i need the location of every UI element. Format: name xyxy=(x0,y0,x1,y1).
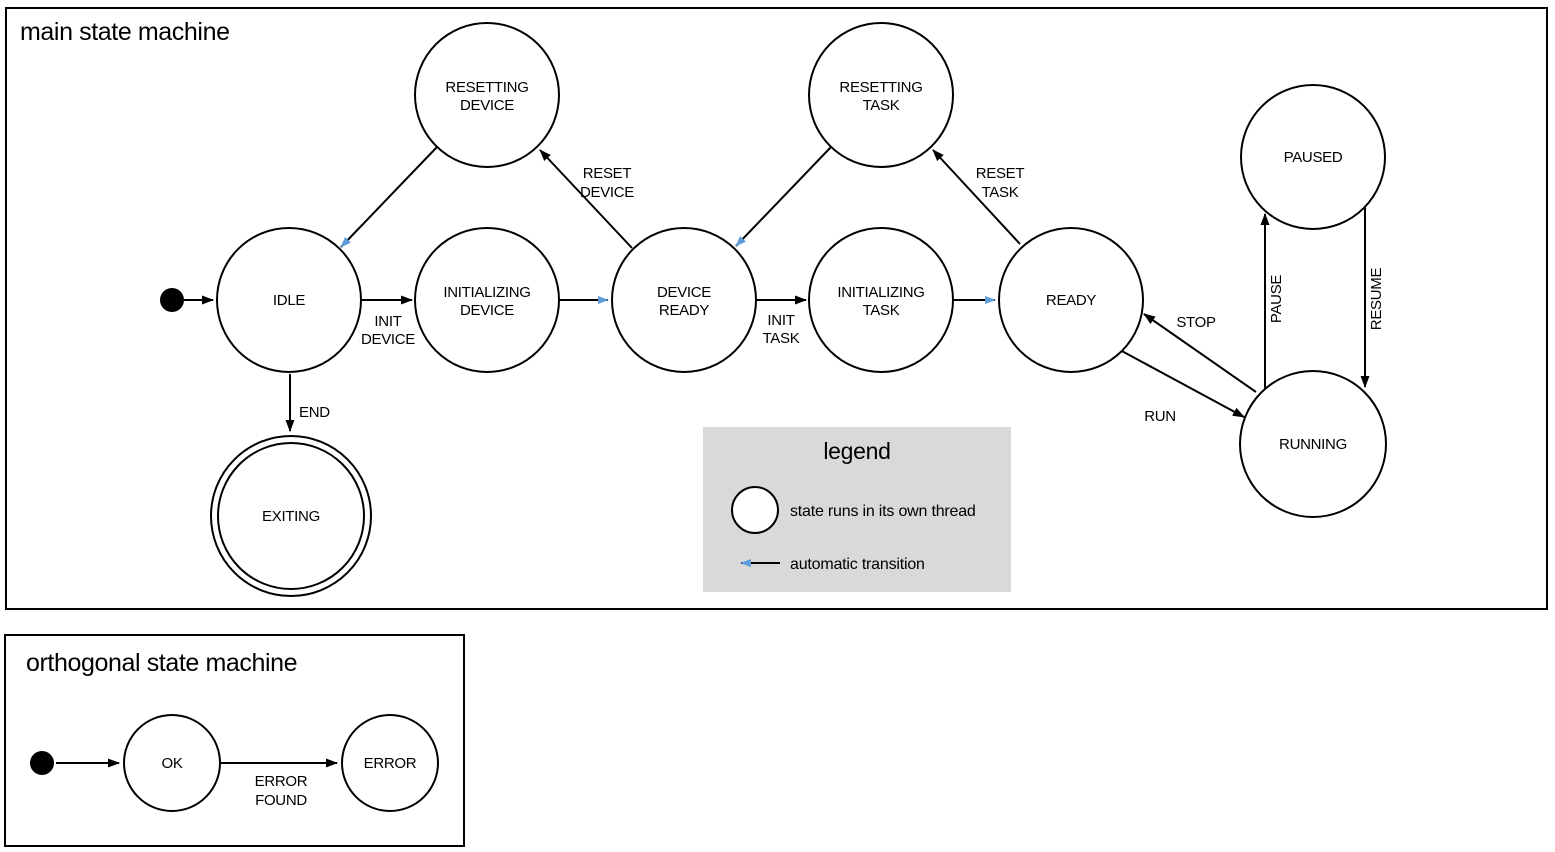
transition-pause-label: PAUSE xyxy=(1268,275,1285,324)
state-ok-circle xyxy=(123,714,221,812)
main-panel-title: main state machine xyxy=(20,18,230,46)
transition-reset-task-label-line2: TASK xyxy=(982,184,1019,201)
transition-error-found-label-line2: FOUND xyxy=(255,792,307,809)
state-resetting-task-label-line1: RESETTING xyxy=(839,79,922,96)
state-initializing-task-circle xyxy=(808,227,954,373)
state-paused-label: PAUSED xyxy=(1284,149,1343,166)
transition-run-label: RUN xyxy=(1144,408,1176,425)
state-running: RUNNING xyxy=(1239,370,1387,518)
state-resetting-task: RESETTING TASK xyxy=(808,22,954,168)
initial-state-dot xyxy=(160,288,184,312)
transition-run-arrow xyxy=(1119,349,1245,418)
state-device-ready-label-line1: DEVICE xyxy=(657,284,711,301)
state-initializing-device-label-line1: INITIALIZING xyxy=(443,284,530,301)
state-initializing-task-label-line2: TASK xyxy=(863,302,900,319)
state-ok-label: OK xyxy=(161,755,182,772)
state-resetting-device-label-line1: RESETTING xyxy=(445,79,528,96)
state-exiting-final: EXITING xyxy=(210,435,372,597)
state-ready-circle xyxy=(998,227,1144,373)
legend-thread-item-label: state runs in its own thread xyxy=(790,503,976,520)
transition-stop-label: STOP xyxy=(1176,314,1216,331)
main-state-machine-panel: main state machine INIT DEVICE RESET DEV… xyxy=(5,7,1548,610)
transition-auto-resettask-to-deviceready-arrow xyxy=(735,146,832,247)
transition-reset-task-arrow xyxy=(932,149,1021,245)
state-paused-circle xyxy=(1240,84,1386,230)
state-device-ready-label-line2: READY xyxy=(659,302,709,319)
state-idle-circle xyxy=(216,227,362,373)
orthogonal-state-machine-panel: orthogonal state machine ERROR FOUND OK … xyxy=(4,634,465,847)
state-initializing-device-label-line2: DEVICE xyxy=(460,302,514,319)
state-resetting-device-circle xyxy=(414,22,560,168)
transition-init-device-label-line2: DEVICE xyxy=(361,331,415,348)
transition-init-task-label-line1: INIT xyxy=(767,312,794,329)
state-resetting-device: RESETTING DEVICE xyxy=(414,22,560,168)
main-states: IDLE INITIALIZING DEVICE DEVICE READY IN… xyxy=(160,22,1387,597)
main-transitions: INIT DEVICE RESET DEVICE INIT TASK RESET… xyxy=(184,146,1385,432)
state-resetting-task-circle xyxy=(808,22,954,168)
state-exiting-circle xyxy=(217,442,365,590)
transition-auto-resetdevice-to-idle-arrow xyxy=(340,146,438,248)
transition-init-device-label-line1: INIT xyxy=(374,313,401,330)
transition-reset-device-arrow xyxy=(539,149,633,249)
transition-error-found-label-line1: ERROR xyxy=(255,773,308,790)
legend-auto-item-label: automatic transition xyxy=(790,556,925,573)
state-running-label: RUNNING xyxy=(1279,436,1347,453)
state-ready: READY xyxy=(998,227,1144,373)
state-ready-label: READY xyxy=(1046,292,1096,309)
orthogonal-panel-title: orthogonal state machine xyxy=(26,649,297,677)
state-device-ready-circle xyxy=(611,227,757,373)
orthogonal-transitions: ERROR FOUND xyxy=(56,758,338,809)
transition-resume-label: RESUME xyxy=(1368,268,1385,331)
state-ok: OK xyxy=(123,714,221,812)
legend-title: legend xyxy=(823,438,890,464)
transition-stop-arrow xyxy=(1143,313,1257,393)
transition-end-label: END xyxy=(299,404,330,421)
state-initializing-task: INITIALIZING TASK xyxy=(808,227,954,373)
state-resetting-device-label-line2: DEVICE xyxy=(460,97,514,114)
state-idle: IDLE xyxy=(216,227,362,373)
state-exiting-label: EXITING xyxy=(262,508,320,525)
transition-reset-device-label-line1: RESET xyxy=(583,165,632,182)
orthogonal-initial-state-dot xyxy=(30,751,54,775)
state-running-circle xyxy=(1239,370,1387,518)
state-error: ERROR xyxy=(341,714,439,812)
orthogonal-states: OK ERROR xyxy=(30,714,439,812)
state-device-ready: DEVICE READY xyxy=(611,227,757,373)
state-error-label: ERROR xyxy=(364,755,417,772)
state-error-circle xyxy=(341,714,439,812)
state-initializing-device: INITIALIZING DEVICE xyxy=(414,227,560,373)
state-initializing-device-circle xyxy=(414,227,560,373)
legend-panel: legend state runs in its own thread auto… xyxy=(703,427,1011,592)
state-initializing-task-label-line1: INITIALIZING xyxy=(837,284,924,301)
transition-reset-device-label-line2: DEVICE xyxy=(580,184,634,201)
state-paused: PAUSED xyxy=(1240,84,1386,230)
transition-init-task-label-line2: TASK xyxy=(763,330,800,347)
legend-thread-state-icon xyxy=(731,486,779,534)
state-resetting-task-label-line2: TASK xyxy=(863,97,900,114)
transition-reset-task-label-line1: RESET xyxy=(976,165,1025,182)
state-idle-label: IDLE xyxy=(273,292,305,309)
